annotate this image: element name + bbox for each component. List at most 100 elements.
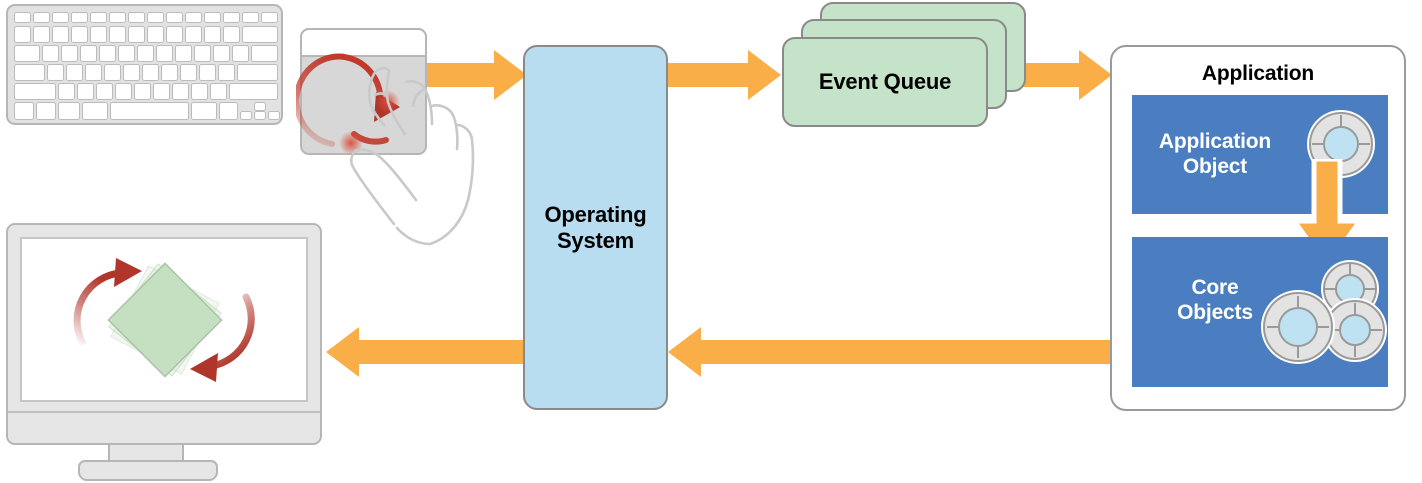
keyboard-key (14, 26, 31, 43)
keyboard-key-arrow-up (254, 102, 266, 111)
keyboard-key (142, 64, 159, 81)
arrow-os-to-display (326, 327, 526, 377)
keyboard-key (161, 64, 178, 81)
keyboard-key (175, 45, 192, 62)
trackpad-top-strip (300, 28, 427, 57)
keyboard-key (261, 12, 278, 23)
keyboard-key (109, 12, 126, 23)
keyboard-key (180, 64, 197, 81)
keyboard-key-shift-right (229, 83, 278, 100)
application-box[interactable]: Application Application Object (1110, 45, 1406, 411)
keyboard-key (218, 64, 235, 81)
application-title: Application (1201, 62, 1315, 85)
keyboard-key (66, 64, 83, 81)
core-objects-band[interactable]: Core Objects (1132, 237, 1388, 387)
keyboard-key-shift-left (14, 83, 56, 100)
keyboard-key (204, 26, 221, 43)
keyboard-key (47, 64, 64, 81)
monitor-stand-foot (78, 460, 218, 481)
rotate-gesture-icon (296, 53, 400, 155)
keyboard-key (223, 26, 240, 43)
keyboard-key (199, 64, 216, 81)
keyboard-key (109, 26, 126, 43)
core-objects-label-line1: Core (1191, 276, 1239, 299)
keyboard-key (204, 12, 221, 23)
keyboard-key (210, 83, 227, 100)
keyboard-key (77, 83, 94, 100)
keyboard-key (115, 83, 132, 100)
keyboard-key-space (110, 102, 189, 120)
os-label-line1: Operating (544, 201, 647, 227)
keyboard-key (166, 12, 183, 23)
keyboard-key-arrow-left (240, 111, 252, 120)
keyboard-key-fn (14, 102, 34, 120)
keyboard-key (52, 12, 69, 23)
keyboard-key (242, 12, 259, 23)
keyboard-key (96, 83, 113, 100)
arrow-event-queue-to-app (980, 50, 1112, 100)
keyboard-key (80, 45, 97, 62)
keyboard-key (42, 45, 59, 62)
keyboard-key (137, 45, 154, 62)
core-objects-label-line2: Objects (1177, 301, 1253, 325)
keyboard-key-command-left (82, 102, 108, 120)
event-queue-card-front[interactable]: Event Queue (782, 37, 988, 127)
keyboard-key-control (36, 102, 56, 120)
keyboard-key (90, 26, 107, 43)
keyboard-key (172, 83, 189, 100)
core-objects-label: Core Objects (1140, 275, 1290, 325)
keyboard-key (223, 12, 240, 23)
keyboard-key (104, 64, 121, 81)
keyboard-key (118, 45, 135, 62)
keyboard-key-option-right (219, 102, 238, 120)
keyboard-key (166, 26, 183, 43)
keyboard-key (85, 64, 102, 81)
arrow-app-to-os (668, 327, 1300, 377)
keyboard-key (14, 12, 31, 23)
rotating-square-animation (73, 258, 255, 382)
keyboard-key-option (58, 102, 80, 120)
keyboard-key (147, 12, 164, 23)
keyboard-key (128, 26, 145, 43)
keyboard-key-arrow-down (254, 111, 266, 120)
operating-system-label: Operating System (544, 202, 646, 254)
keyboard-key (213, 45, 230, 62)
keyboard-key (33, 12, 50, 23)
keyboard-key (61, 45, 78, 62)
keyboard-key (52, 26, 69, 43)
keyboard-key (71, 26, 88, 43)
application-object-band[interactable]: Application Object (1132, 95, 1388, 214)
keyboard (6, 4, 283, 125)
application-object-label-line2: Object (1182, 155, 1248, 179)
keyboard-key (33, 26, 50, 43)
keyboard-key (194, 45, 211, 62)
keyboard-key (123, 64, 140, 81)
application-object-label-line1: Application (1158, 130, 1272, 153)
os-label-line2: System (556, 227, 635, 253)
keyboard-key (191, 83, 208, 100)
monitor-bezel-divider (8, 411, 320, 413)
arrow-os-to-event-queue (666, 50, 781, 100)
keyboard-key-capslock (14, 64, 45, 81)
application-object-label: Application Object (1140, 129, 1290, 179)
arrow-input-to-os (420, 50, 527, 100)
keyboard-key (71, 12, 88, 23)
keyboard-key (128, 12, 145, 23)
keyboard-key (99, 45, 116, 62)
keyboard-key-command-right (191, 102, 217, 120)
keyboard-key (90, 12, 107, 23)
keyboard-key (153, 83, 170, 100)
keyboard-key (58, 83, 75, 100)
keyboard-key-return (237, 64, 278, 81)
keyboard-key (232, 45, 249, 62)
keyboard-key (251, 45, 278, 62)
hand-icon (349, 66, 475, 246)
core-objects-cluster-icon (1261, 260, 1387, 364)
keyboard-key (185, 12, 202, 23)
operating-system-box[interactable]: Operating System (523, 45, 668, 410)
event-queue-label: Event Queue (818, 69, 952, 94)
keyboard-key (185, 26, 202, 43)
keyboard-key (147, 26, 164, 43)
keyboard-key (156, 45, 173, 62)
